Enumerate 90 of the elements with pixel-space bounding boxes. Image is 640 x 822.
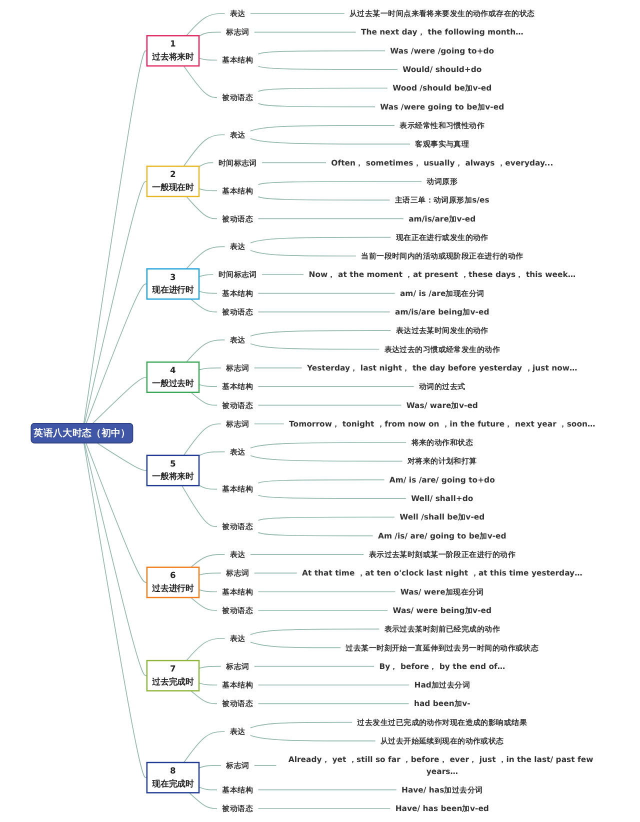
connector	[258, 808, 391, 809]
connector	[258, 180, 422, 186]
node-box: 5 一般将来时	[146, 454, 200, 486]
connector	[254, 764, 277, 766]
connector	[186, 13, 226, 36]
connector	[258, 516, 396, 521]
connector	[84, 180, 148, 424]
connector	[262, 274, 304, 276]
connector	[198, 290, 218, 294]
connector	[184, 66, 218, 98]
connector	[258, 386, 415, 387]
connector	[250, 236, 392, 244]
connector	[250, 250, 357, 256]
connector	[190, 298, 218, 312]
connector	[258, 66, 398, 70]
connector	[258, 218, 404, 220]
connector	[198, 764, 222, 768]
connector	[250, 628, 380, 635]
connector	[250, 330, 392, 337]
connector	[262, 162, 327, 164]
connector	[250, 735, 376, 742]
connector	[258, 103, 376, 108]
connector	[250, 138, 411, 144]
connector	[258, 610, 388, 611]
connector	[186, 196, 218, 220]
connector	[198, 589, 218, 592]
connector	[254, 666, 375, 667]
connector	[198, 367, 222, 370]
connector	[182, 485, 218, 527]
connector	[84, 442, 148, 778]
connector	[190, 554, 226, 568]
connector	[92, 376, 148, 424]
connector	[84, 50, 148, 424]
connector	[198, 484, 218, 490]
connector	[198, 451, 226, 456]
connector	[184, 423, 222, 456]
connector	[258, 292, 396, 294]
node-box: 7 过去完成时	[146, 660, 200, 692]
connector	[198, 188, 218, 192]
connector	[190, 690, 218, 704]
connector	[198, 666, 222, 669]
connector	[258, 591, 396, 592]
connector	[198, 786, 218, 790]
connector	[258, 789, 398, 790]
connector	[86, 442, 148, 583]
node-box: 3 现在进行时	[146, 268, 200, 300]
connector	[258, 50, 386, 54]
connector	[184, 134, 226, 167]
connector	[190, 597, 218, 611]
connector	[258, 532, 374, 536]
connector	[198, 58, 218, 61]
connector	[250, 343, 380, 350]
connector	[198, 384, 218, 387]
connector	[258, 88, 388, 92]
connector	[184, 731, 226, 763]
connector	[258, 404, 402, 406]
connector	[86, 284, 148, 424]
connector	[198, 274, 214, 278]
connector	[254, 423, 285, 424]
node-box: 8 现在完成时	[146, 762, 200, 794]
connector	[250, 642, 342, 648]
connector	[250, 722, 353, 728]
connector	[186, 340, 226, 363]
node-box: 4 一般过去时	[146, 361, 200, 393]
connector	[258, 479, 386, 484]
connector	[258, 684, 410, 686]
connector	[189, 792, 218, 809]
connector	[254, 32, 357, 33]
connector	[258, 196, 391, 200]
connector	[186, 246, 226, 270]
connector	[250, 455, 404, 462]
connector	[198, 682, 218, 686]
connector	[198, 162, 214, 168]
connector	[250, 442, 407, 448]
node-box: 1 过去将来时	[146, 35, 200, 67]
connector	[198, 32, 222, 37]
connector	[190, 392, 218, 406]
connector	[186, 638, 226, 661]
connector	[250, 554, 364, 555]
connector	[254, 572, 298, 574]
connector	[250, 125, 396, 132]
connector	[254, 367, 303, 368]
connector	[250, 13, 346, 14]
node-box: 6 过去进行时	[146, 566, 200, 598]
connector	[84, 442, 148, 676]
connector	[258, 494, 407, 499]
connector	[258, 703, 410, 704]
connector	[198, 572, 222, 576]
connector	[97, 442, 148, 471]
node-box: 2 一般现在时	[146, 166, 200, 198]
